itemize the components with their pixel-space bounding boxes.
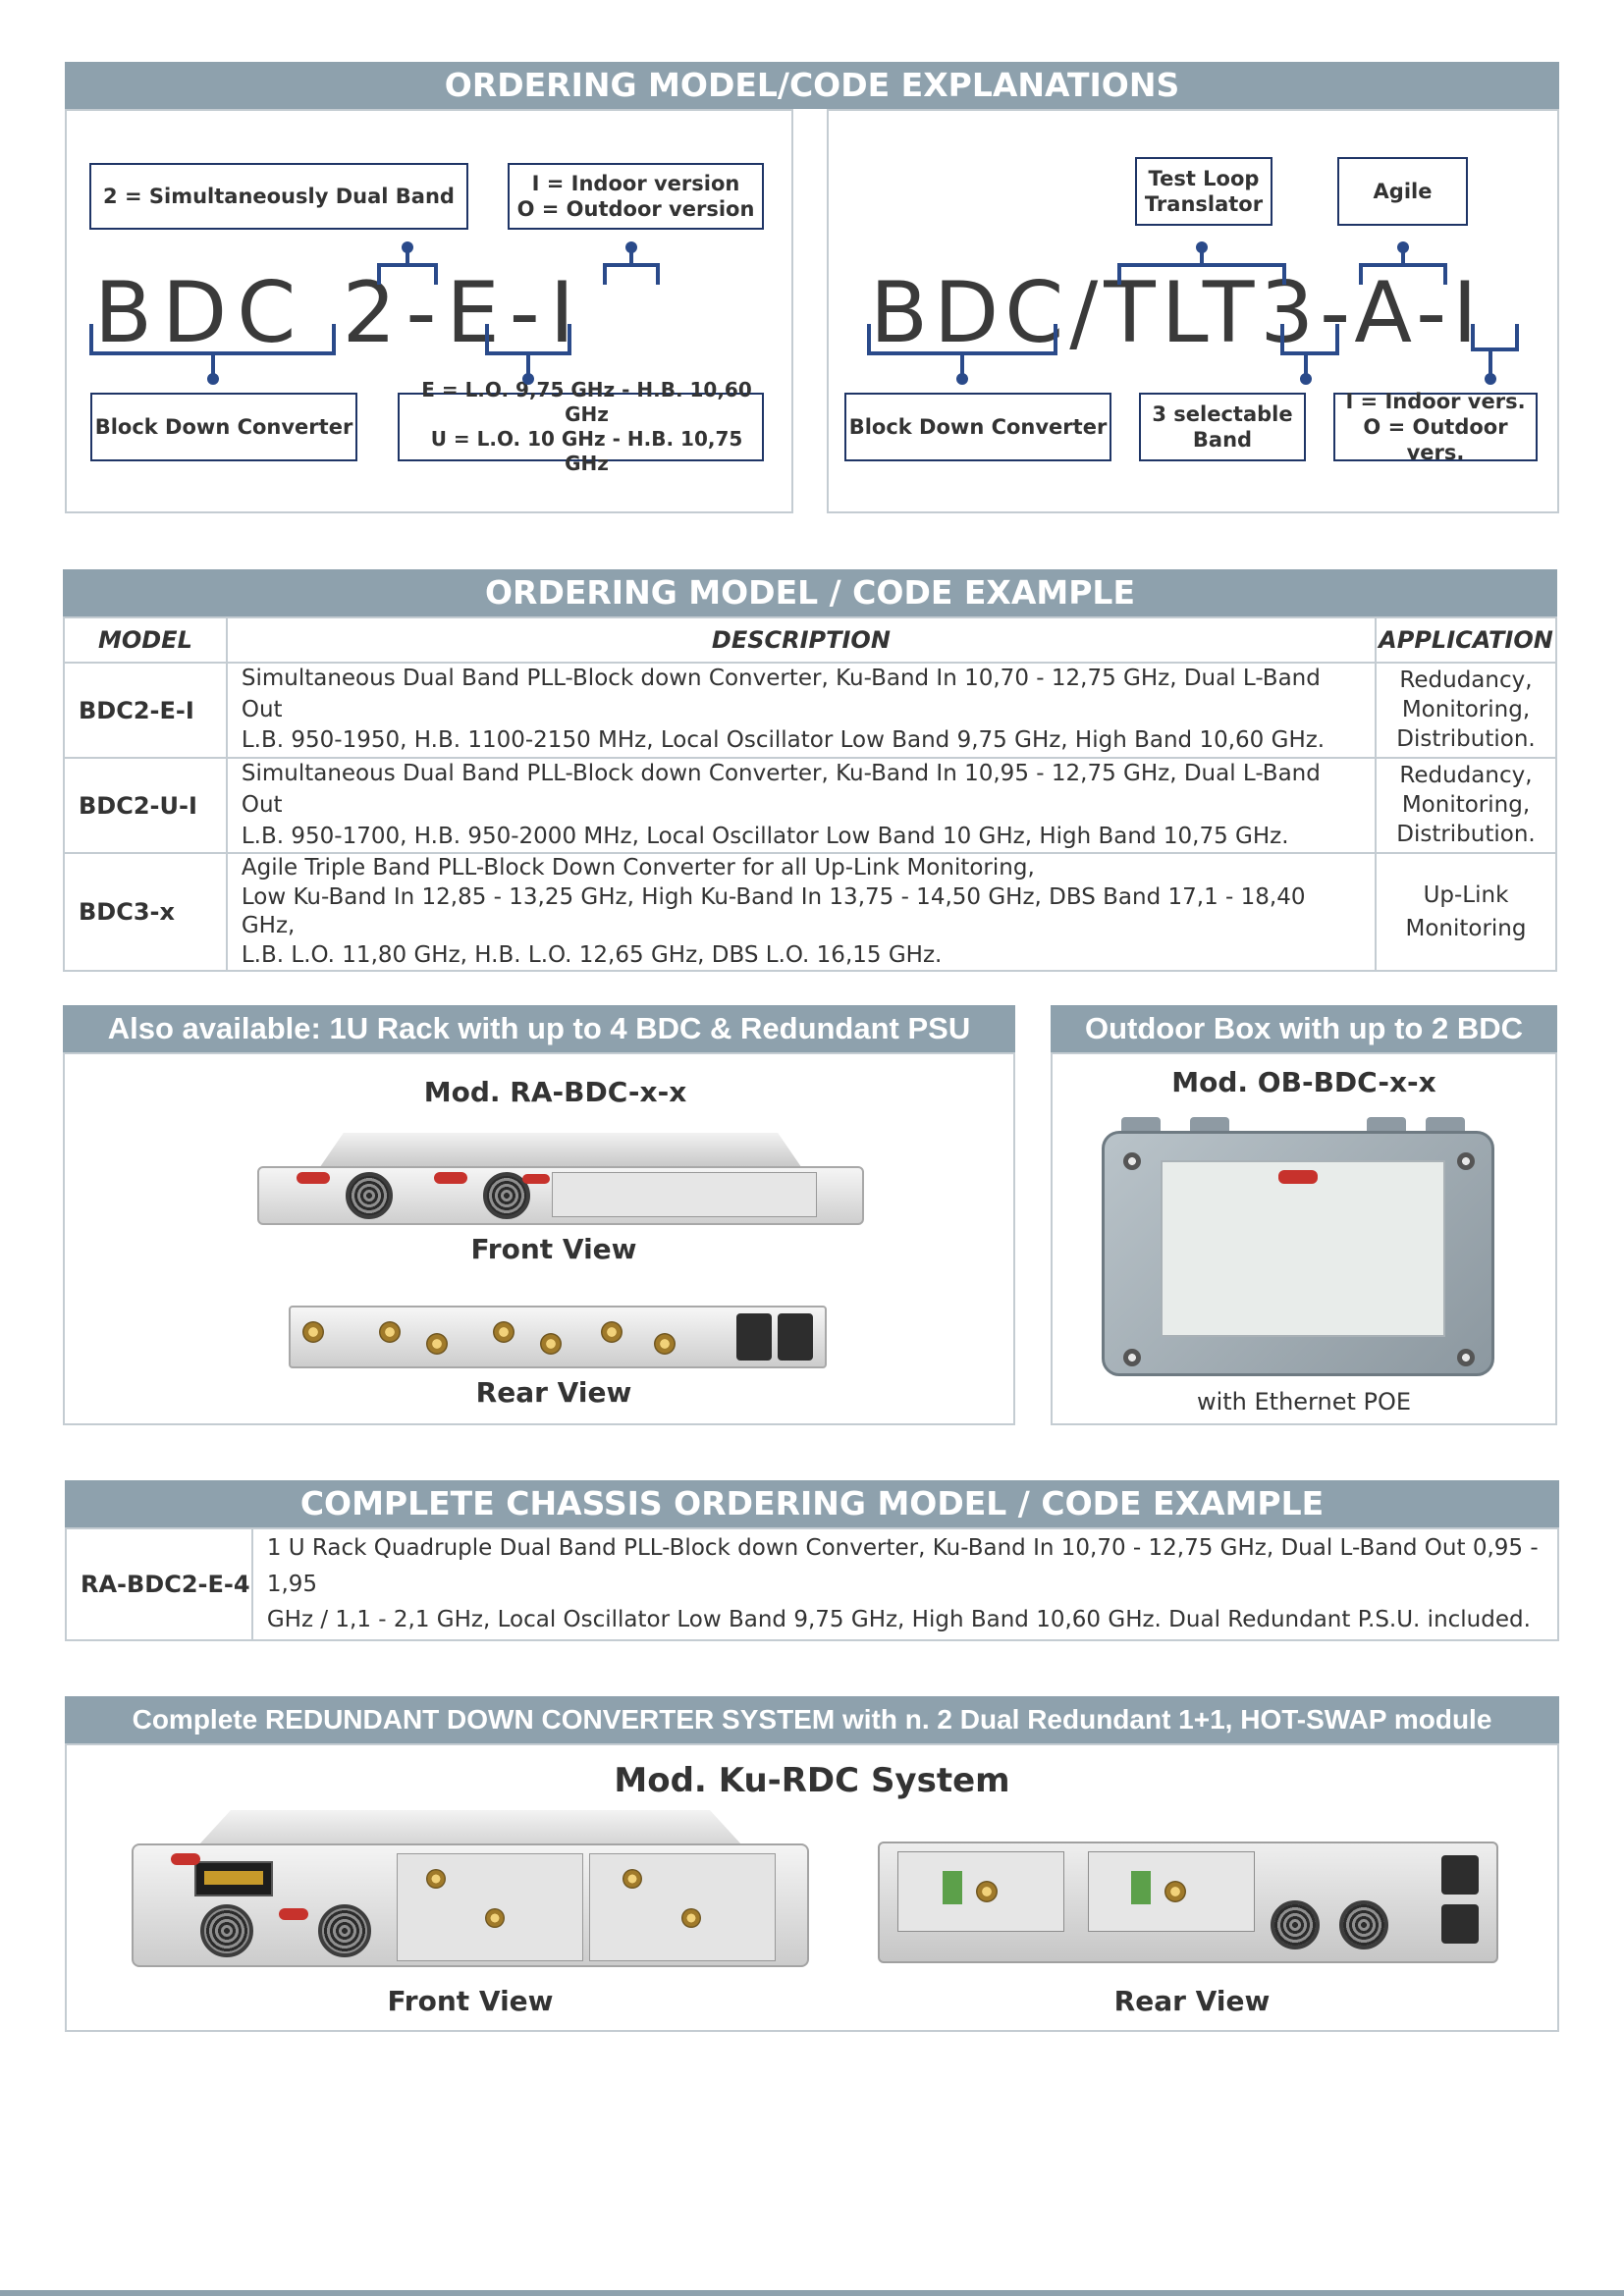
code-bdc-tlt3-a-i: BDC/TLT3-A-I <box>870 264 1484 362</box>
row-application: Redudancy, Monitoring, Distribution. <box>1374 661 1558 760</box>
code-box-lo-line1: E = L.O. 9,75 GHz - H.B. 10,60 GHz <box>421 378 752 426</box>
row-application-line: Distribution. <box>1396 725 1536 752</box>
row-application-line: Monitoring <box>1405 916 1527 942</box>
outdoor-model: Mod. OB-BDC-x-x <box>1171 1066 1436 1098</box>
table-row: BDC3-x Agile Triple Band PLL-Block Down … <box>63 852 1558 973</box>
outdoor-box-image <box>1102 1117 1494 1380</box>
row-description: Simultaneous Dual Band PLL-Block down Co… <box>225 661 1377 760</box>
code-box-test-loop-line2: Translator <box>1144 192 1264 216</box>
table-row: BDC2-E-I Simultaneous Dual Band PLL-Bloc… <box>63 661 1558 760</box>
code-box-right-block-down-converter: Block Down Converter <box>844 393 1111 461</box>
row-application-line: Monitoring, <box>1401 696 1531 722</box>
redundant-rear-caption: Rear View <box>1113 1985 1271 2017</box>
header-application: APPLICATION <box>1374 616 1558 664</box>
code-box-selectable-band-line1: 3 selectable <box>1152 401 1293 426</box>
code-box-right-version-line2: O = Outdoor vers. <box>1363 414 1508 465</box>
rack-title: Also available: 1U Rack with up to 4 BDC… <box>63 1005 1015 1052</box>
row-application-line: Up-Link <box>1423 881 1509 908</box>
chassis-description-line: GHz / 1,1 - 2,1 GHz, Local Oscillator Lo… <box>266 1607 1531 1633</box>
rack-front-caption: Front View <box>470 1233 637 1265</box>
row-description-line: L.B. 950-1700, H.B. 950-2000 MHz, Local … <box>241 823 1289 849</box>
code-bracket-lines <box>89 241 1519 385</box>
header-description: DESCRIPTION <box>225 616 1377 664</box>
code-box-selectable-band-line2: Band <box>1192 428 1253 452</box>
code-box-version: I = Indoor version O = Outdoor version <box>508 163 764 230</box>
outdoor-title: Outdoor Box with up to 2 BDC <box>1051 1005 1557 1052</box>
chassis-description: 1 U Rack Quadruple Dual Band PLL-Block d… <box>250 1527 1560 1641</box>
table-row: RA-BDC2-E-4 1 U Rack Quadruple Dual Band… <box>65 1527 1560 1641</box>
outdoor-caption: with Ethernet POE <box>1196 1388 1412 1415</box>
example-table: MODEL DESCRIPTION APPLICATION BDC2-E-I S… <box>63 616 1558 973</box>
code-box-right-version-line1: I = Indoor vers. <box>1345 389 1526 413</box>
code-box-bdc-text: Block Down Converter <box>94 414 353 439</box>
code-box-dual-band-text: 2 = Simultaneously Dual Band <box>103 184 455 208</box>
code-box-right-bdc-text: Block Down Converter <box>848 414 1108 439</box>
code-box-test-loop: Test Loop Translator <box>1135 157 1272 226</box>
row-application-line: Monitoring, <box>1401 791 1531 818</box>
explanations-title: ORDERING MODEL/CODE EXPLANATIONS <box>65 62 1559 109</box>
code-bdc-2-e-i: BDC 2-E-I <box>94 264 585 362</box>
rack-rear-image <box>289 1306 827 1372</box>
redundant-title: Complete REDUNDANT DOWN CONVERTER SYSTEM… <box>65 1696 1559 1743</box>
row-description-line: Agile Triple Band PLL-Block Down Convert… <box>241 855 1035 881</box>
code-box-test-loop-line1: Test Loop <box>1148 166 1260 190</box>
row-description: Simultaneous Dual Band PLL-Block down Co… <box>225 757 1377 855</box>
chassis-table: RA-BDC2-E-4 1 U Rack Quadruple Dual Band… <box>65 1527 1560 1641</box>
row-description-line: Low Ku-Band In 12,85 - 13,25 GHz, High K… <box>241 883 1306 939</box>
chassis-description-line: 1 U Rack Quadruple Dual Band PLL-Block d… <box>266 1534 1539 1597</box>
row-model: BDC2-E-I <box>63 661 228 760</box>
page-bottom-rule <box>0 2290 1624 2296</box>
row-description-line: Simultaneous Dual Band PLL-Block down Co… <box>241 761 1321 818</box>
redundant-front-image <box>132 1810 809 1971</box>
rack-rear-caption: Rear View <box>475 1376 632 1409</box>
code-box-right-version: I = Indoor vers. O = Outdoor vers. <box>1333 390 1538 464</box>
row-description-line: L.B. 950-1950, H.B. 1100-2150 MHz, Local… <box>241 727 1326 754</box>
chassis-title: COMPLETE CHASSIS ORDERING MODEL / CODE E… <box>65 1480 1559 1527</box>
code-box-version-line2: O = Outdoor version <box>516 197 755 221</box>
code-box-block-down-converter: Block Down Converter <box>90 393 357 461</box>
row-description-line: Simultaneous Dual Band PLL-Block down Co… <box>241 666 1321 722</box>
row-model: BDC3-x <box>63 852 228 973</box>
redundant-front-caption: Front View <box>387 1985 554 2017</box>
code-box-agile-text: Agile <box>1373 179 1433 203</box>
row-application-line: Redudancy, <box>1399 762 1533 788</box>
row-application: Redudancy, Monitoring, Distribution. <box>1374 757 1558 855</box>
code-box-lo: E = L.O. 9,75 GHz - H.B. 10,60 GHz U = L… <box>398 378 764 475</box>
rack-front-image <box>257 1133 864 1229</box>
redundant-model: Mod. Ku-RDC System <box>614 1761 1010 1800</box>
row-description: Agile Triple Band PLL-Block Down Convert… <box>225 852 1377 973</box>
code-box-agile: Agile <box>1337 157 1468 226</box>
example-table-header: MODEL DESCRIPTION APPLICATION <box>63 616 1558 664</box>
chassis-model: RA-BDC2-E-4 <box>65 1527 253 1641</box>
row-description-line: L.B. L.O. 11,80 GHz, H.B. L.O. 12,65 GHz… <box>241 941 943 968</box>
code-box-version-line1: I = Indoor version <box>531 171 740 195</box>
header-model: MODEL <box>63 616 228 664</box>
row-model: BDC2-U-I <box>63 757 228 855</box>
row-application: Up-Link Monitoring <box>1374 852 1558 973</box>
code-box-dual-band: 2 = Simultaneously Dual Band <box>89 163 468 230</box>
table-row: BDC2-U-I Simultaneous Dual Band PLL-Bloc… <box>63 757 1558 855</box>
redundant-rear-image <box>878 1842 1498 1967</box>
rack-model: Mod. RA-BDC-x-x <box>423 1076 687 1108</box>
row-application-line: Distribution. <box>1396 821 1536 847</box>
code-box-selectable-band: 3 selectable Band <box>1139 393 1306 461</box>
row-application-line: Redudancy, <box>1399 667 1533 693</box>
example-title: ORDERING MODEL / CODE EXAMPLE <box>63 569 1557 616</box>
code-box-lo-line2: U = L.O. 10 GHz - H.B. 10,75 GHz <box>430 427 743 475</box>
